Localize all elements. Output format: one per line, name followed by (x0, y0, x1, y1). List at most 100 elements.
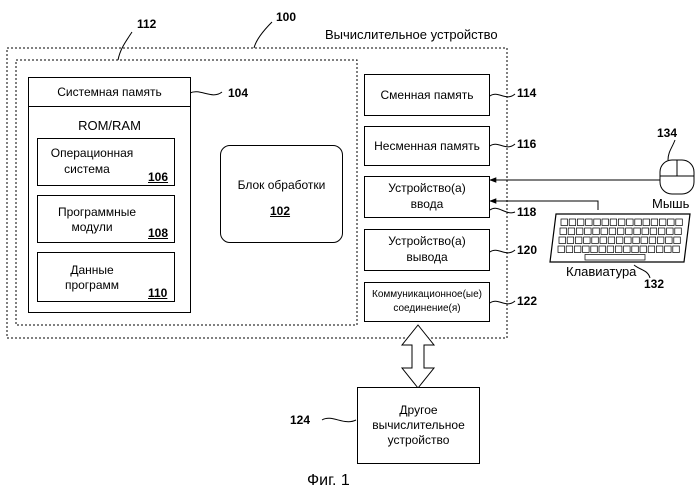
ref-device: 100 (276, 10, 296, 24)
keyboard-key (585, 228, 592, 235)
system-memory-label: Системная память (28, 85, 191, 100)
keyboard-key (617, 228, 624, 235)
leader-120 (490, 250, 515, 253)
processing-unit-label: Блок обработки (220, 178, 343, 193)
keyboard-spacebar (585, 255, 645, 261)
keyboard-key (643, 219, 650, 226)
keyboard-key (650, 228, 657, 235)
keyboard-key (586, 219, 593, 226)
keyboard-key (561, 219, 568, 226)
comm-label-line1: Коммуникационное(ые) (364, 288, 490, 301)
keyboard-key (610, 219, 617, 226)
figure-caption: Фиг. 1 (307, 472, 350, 490)
keyboard-key (567, 237, 574, 244)
keyboard-key (668, 219, 675, 226)
keyboard-key (667, 228, 674, 235)
ref-system-memory: 104 (228, 86, 248, 100)
keyboard-key (649, 237, 656, 244)
ref-removable-storage: 114 (517, 86, 536, 100)
keyboard-key (591, 246, 598, 253)
keyboard-key (560, 228, 567, 235)
input-label-line1: Устройство(а) (364, 181, 490, 196)
keyboard-key (673, 246, 680, 253)
keyboard-key (666, 237, 673, 244)
keyboard-key (640, 246, 647, 253)
keyboard-key (599, 246, 606, 253)
keyboard-key (648, 246, 655, 253)
ref-program-modules: 108 (148, 226, 168, 240)
other-label-line1: Другое (357, 403, 480, 418)
keyboard-key (593, 228, 600, 235)
keyboard-key (608, 237, 615, 244)
keyboard-key (568, 228, 575, 235)
keyboard-key (675, 228, 682, 235)
mouse-label: Мышь (652, 196, 689, 211)
keyboard-key (658, 228, 665, 235)
ref-mouse: 134 (657, 126, 677, 140)
keyboard-key (656, 246, 663, 253)
keyboard-key (594, 219, 601, 226)
keyboard-label: Клавиатура (566, 264, 636, 279)
keyboard-key (566, 246, 573, 253)
keyboard-key (601, 228, 608, 235)
keyboard-key (607, 246, 614, 253)
keyboard-key (625, 237, 632, 244)
keyboard-key (676, 219, 683, 226)
keyboard-key (635, 219, 642, 226)
keyboard-key (634, 228, 641, 235)
processing-unit-box (220, 145, 343, 243)
ref-output-devices: 120 (517, 243, 537, 257)
leader-112 (118, 32, 132, 60)
leader-100 (254, 22, 272, 48)
keyboard-key (584, 237, 591, 244)
output-label-line1: Устройство(а) (364, 234, 490, 249)
ref-processing-unit: 102 (270, 204, 290, 218)
keyboard-key (632, 246, 639, 253)
ref-program-data: 110 (148, 286, 167, 300)
keyboard-key (583, 246, 590, 253)
leader-134 (668, 140, 675, 160)
other-label-line3: устройство (357, 433, 480, 448)
keyboard-key (559, 237, 566, 244)
rom-ram-label: ROM/RAM (28, 118, 191, 133)
output-label-line2: вывода (364, 250, 490, 265)
keyboard-key (626, 228, 633, 235)
removable-storage-label: Сменная память (364, 88, 490, 103)
keyboard-key (592, 237, 599, 244)
leader-104 (190, 92, 222, 95)
leader-124 (322, 418, 356, 421)
os-label-line2: система (37, 162, 137, 177)
leader-118 (490, 208, 515, 213)
keyboard-key (633, 237, 640, 244)
non-removable-storage-label: Несменная память (364, 139, 490, 154)
keyboard-key (575, 237, 582, 244)
keyboard-key (665, 246, 672, 253)
ref-os: 106 (148, 170, 168, 184)
data-label-line2: программ (37, 278, 147, 293)
keyboard-key (615, 246, 622, 253)
keyboard-key (616, 237, 623, 244)
keyboard-key (609, 228, 616, 235)
ref-main-region: 112 (137, 17, 156, 31)
leader-114 (490, 94, 515, 97)
ref-input-devices: 118 (517, 205, 536, 219)
keyboard-key (674, 237, 681, 244)
keyboard-connection (490, 201, 598, 210)
keyboard-key (600, 237, 607, 244)
keyboard-key (574, 246, 581, 253)
keyboard-key (627, 219, 634, 226)
data-label-line1: Данные (37, 263, 147, 278)
network-arrow (402, 325, 434, 388)
input-label-line2: ввода (364, 197, 490, 212)
keyboard-key (651, 219, 658, 226)
ref-keyboard: 132 (644, 277, 664, 291)
modules-label-line1: Программные (37, 205, 157, 220)
keyboard-key (558, 246, 565, 253)
keyboard-key (659, 219, 666, 226)
ref-communication: 122 (517, 294, 537, 308)
comm-label-line2: соединение(я) (364, 302, 490, 315)
keyboard-icon (550, 214, 690, 262)
keyboard-key (624, 246, 631, 253)
keyboard-key (569, 219, 576, 226)
leader-122 (490, 301, 515, 304)
